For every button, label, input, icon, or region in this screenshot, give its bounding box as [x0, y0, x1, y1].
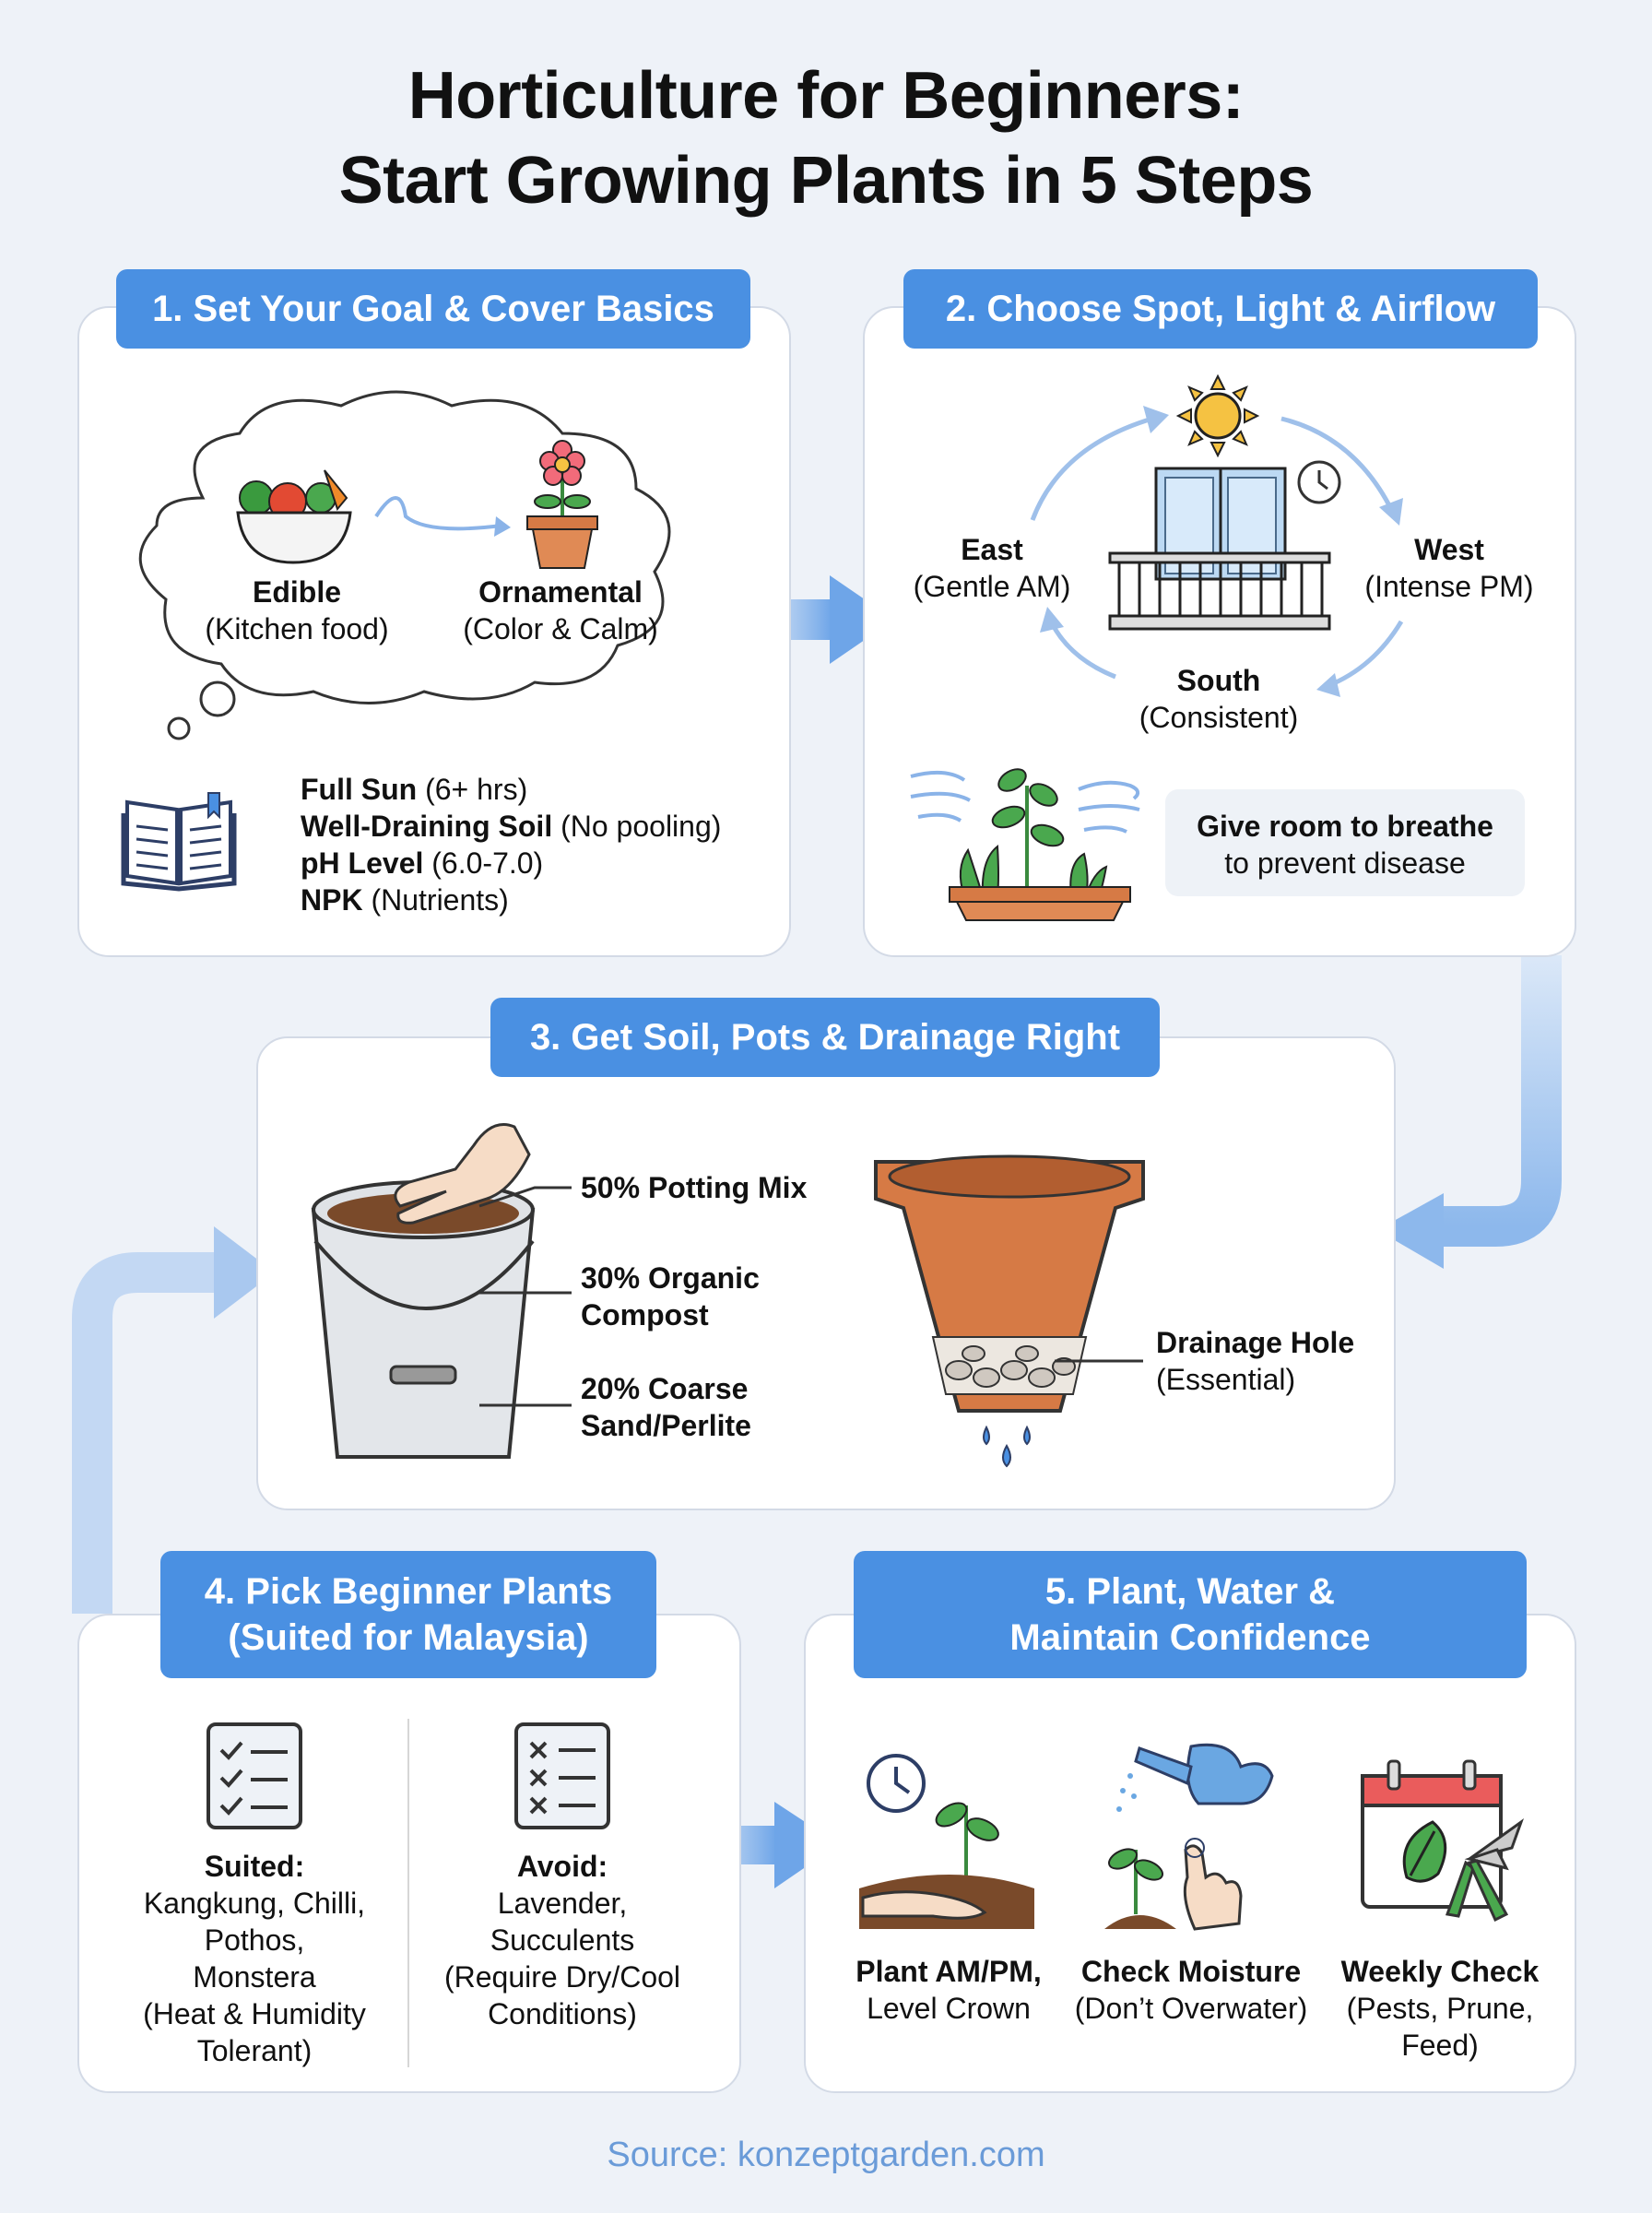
title-line-1: Horticulture for Beginners: [407, 59, 1245, 133]
suited-line-1: Kangkung, Chilli, [143, 1887, 366, 1920]
planting-hand-icon [859, 1754, 1034, 1929]
mix-leader-lines [478, 1186, 572, 1407]
airflow-line-2: to prevent disease [1224, 846, 1466, 880]
avoid-label: Avoid: [516, 1850, 608, 1883]
basics-label-3: pH Level [301, 846, 424, 880]
west-label: West [1414, 533, 1484, 566]
basics-label-2: Well-Draining Soil [301, 810, 553, 843]
edible-sub: (Kitchen food) [205, 612, 389, 645]
step5-header-line-1: 5. Plant, Water & [1044, 1571, 1336, 1612]
calendar-pruner-icon [1361, 1759, 1525, 1923]
basics-item-1: Full Sun (6+ hrs) [301, 771, 527, 808]
step4-header-line-2: (Suited for Malaysia) [228, 1617, 589, 1658]
clock-icon [1297, 460, 1341, 504]
weekly-sub-2: Feed) [1401, 2029, 1479, 2062]
sun-icon [1175, 373, 1260, 458]
step5-header: 5. Plant, Water & Maintain Confidence [854, 1551, 1527, 1678]
drainage-label: Drainage Hole [1156, 1326, 1355, 1359]
step5-header-line-2: Maintain Confidence [1009, 1617, 1371, 1658]
basics-item-3: pH Level (6.0-7.0) [301, 845, 543, 882]
basics-note-2: (No pooling) [560, 810, 722, 843]
page-title: Horticulture for Beginners: Start Growin… [0, 53, 1652, 223]
airflow-line-1: Give room to breathe [1197, 810, 1493, 843]
plant-label: Plant AM/PM, [856, 1955, 1042, 1988]
airflow-note [1165, 789, 1525, 896]
suited-line-3: Monstera [193, 1960, 316, 1994]
step3-header: 3. Get Soil, Pots & Drainage Right [490, 998, 1160, 1077]
balcony-window-icon [1108, 467, 1331, 631]
basics-label-4: NPK [301, 883, 363, 917]
south-label: South [1176, 664, 1261, 697]
mix-item-2-line-1: 30% Organic [581, 1261, 760, 1295]
basics-item-2: Well-Draining Soil (No pooling) [301, 808, 721, 845]
avoid-line-2: Succulents [490, 1923, 635, 1957]
plant-sub: Level Crown [867, 1992, 1031, 2025]
step4-divider [407, 1719, 409, 2067]
step1-header: 1. Set Your Goal & Cover Basics [116, 269, 750, 349]
basics-label-1: Full Sun [301, 773, 418, 806]
suited-label: Suited: [204, 1850, 305, 1883]
checklist-icon [206, 1722, 302, 1829]
mix-item-1: 50% Potting Mix [581, 1171, 808, 1204]
basics-note-1: (6+ hrs) [425, 773, 528, 806]
sun-path-diagram [1030, 406, 1404, 697]
thought-cloud [138, 390, 671, 740]
source-credit: Source: konzeptgarden.com [607, 2136, 1045, 2174]
suited-line-4: (Heat & Humidity [143, 1997, 366, 2030]
avoid-list-icon [514, 1722, 610, 1829]
mix-item-3-line-2: Sand/Perlite [581, 1409, 751, 1442]
pot-drainage-icon [874, 1154, 1145, 1468]
airflow-plant-icon [910, 768, 1140, 921]
drainage-leader-line [1055, 1359, 1143, 1363]
basics-note-3: (6.0-7.0) [431, 846, 544, 880]
step2-header: 2. Choose Spot, Light & Airflow [903, 269, 1538, 349]
flower-pot-icon [526, 440, 598, 569]
west-sub: (Intense PM) [1364, 570, 1534, 603]
suited-line-2: Pothos, [204, 1923, 305, 1957]
step4-header-line-1: 4. Pick Beginner Plants [204, 1571, 613, 1612]
soil-bucket-icon [311, 1123, 536, 1459]
ornamental-sub: (Color & Calm) [463, 612, 658, 645]
arrow-step2-to-step3 [1377, 955, 1562, 1269]
basics-note-4: (Nutrients) [371, 883, 509, 917]
watering-can-icon [1104, 1743, 1274, 1931]
basics-item-4: NPK (Nutrients) [301, 882, 509, 918]
avoid-line-4: Conditions) [488, 1997, 637, 2030]
step4-header: 4. Pick Beginner Plants (Suited for Mala… [160, 1551, 656, 1678]
weekly-label: Weekly Check [1340, 1955, 1540, 1988]
edible-label: Edible [252, 575, 341, 609]
moisture-sub: (Don’t Overwater) [1074, 1992, 1308, 2025]
vegetable-bowl-icon [236, 469, 352, 564]
weekly-sub-1: (Pests, Prune, [1346, 1992, 1534, 2025]
arrow-icon [374, 496, 511, 537]
avoid-line-1: Lavender, [497, 1887, 628, 1920]
mix-item-2-line-2: Compost [581, 1298, 709, 1331]
moisture-label: Check Moisture [1080, 1955, 1302, 1988]
mix-item-3-line-1: 20% Coarse [581, 1372, 749, 1405]
suited-line-5: Tolerant) [196, 2034, 313, 2067]
title-line-2: Start Growing Plants in 5 Steps [338, 144, 1314, 218]
east-label: East [961, 533, 1023, 566]
east-sub: (Gentle AM) [913, 570, 1071, 603]
avoid-line-3: (Require Dry/Cool [443, 1960, 681, 1994]
drainage-sub: (Essential) [1156, 1363, 1296, 1396]
book-icon [121, 792, 237, 892]
south-sub: (Consistent) [1139, 701, 1299, 734]
ornamental-label: Ornamental [478, 575, 643, 609]
arrow-step3-to-step4 [72, 1226, 275, 1614]
